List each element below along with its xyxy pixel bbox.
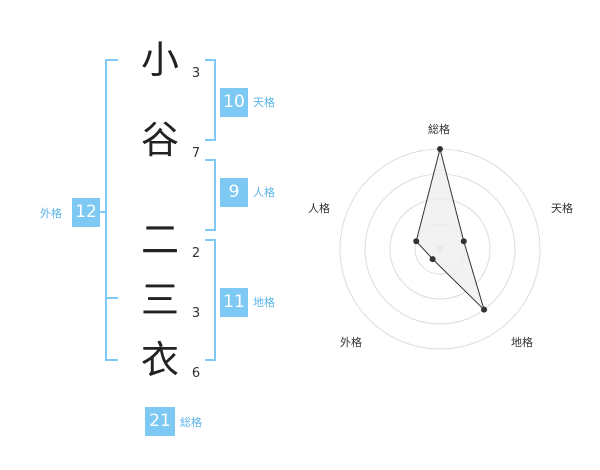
name-char-2: 谷: [140, 118, 179, 162]
radar-point-2: [481, 306, 488, 313]
tenkaku-value-badge: 10: [220, 88, 248, 117]
radar-point-0: [437, 146, 443, 152]
stroke-count-5: 6: [191, 366, 201, 381]
tenkaku-bracket: [205, 59, 216, 141]
radar-point-1: [460, 238, 467, 245]
gaikaku-bracket: [105, 59, 118, 361]
gaikaku-label: 外格: [40, 207, 62, 220]
name-char-4: 三: [140, 278, 179, 322]
radar-point-3: [429, 256, 436, 263]
radar-axis-label-chikaku: 地格: [511, 336, 533, 349]
radar-series-polygon: [415, 148, 485, 311]
radar-axis-label-jinkaku: 人格: [308, 202, 330, 215]
jinkaku-label: 人格: [253, 186, 275, 199]
name-char-5: 衣: [140, 338, 179, 382]
stroke-count-3: 2: [191, 246, 201, 261]
radar-axis-label-gaikaku: 外格: [340, 336, 362, 349]
gaikaku-value-badge: 12: [72, 198, 100, 227]
chikaku-value-badge: 11: [220, 288, 248, 317]
name-char-3: 二: [140, 218, 179, 262]
radar-axis-label-soukaku: 総格: [428, 123, 450, 136]
soukaku-value-badge: 21: [145, 407, 175, 436]
jinkaku-bracket: [205, 159, 216, 231]
tenkaku-label: 天格: [253, 96, 275, 109]
stroke-count-1: 3: [191, 66, 201, 81]
stroke-count-4: 3: [191, 306, 201, 321]
jinkaku-value-badge: 9: [220, 178, 248, 207]
radar-point-4: [413, 238, 420, 245]
chikaku-bracket: [205, 239, 216, 361]
soukaku-label: 総格: [180, 416, 202, 429]
radar-axis-label-tenkaku: 天格: [551, 202, 573, 215]
name-char-1: 小: [140, 38, 179, 82]
stroke-count-2: 7: [191, 146, 201, 161]
chikaku-label: 地格: [253, 296, 275, 309]
